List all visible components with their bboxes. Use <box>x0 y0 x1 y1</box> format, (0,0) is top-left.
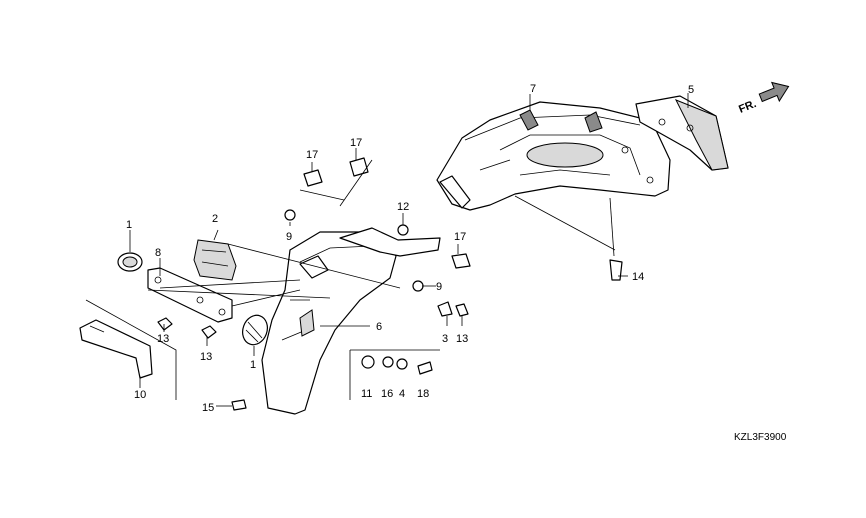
hardware <box>157 157 623 411</box>
callout-9-right: 9 <box>436 281 442 293</box>
callout-10: 10 <box>134 389 146 401</box>
rear-cover <box>635 95 729 171</box>
front-direction-arrow: FR. <box>737 81 790 116</box>
callout-13-left: 13 <box>157 333 169 345</box>
callout-4: 4 <box>399 388 405 400</box>
callout-3: 3 <box>442 333 448 345</box>
callout-14: 14 <box>632 271 644 283</box>
callout-1-top: 1 <box>126 219 132 231</box>
callout-1-bottom: 1 <box>250 359 256 371</box>
callout-17-c: 17 <box>454 231 466 243</box>
callout-18: 18 <box>417 388 429 400</box>
callout-16: 16 <box>381 388 393 400</box>
callout-2: 2 <box>212 213 218 225</box>
callout-11: 11 <box>361 388 372 400</box>
leader-lines <box>85 93 689 407</box>
callout-5: 5 <box>688 84 694 96</box>
drawing-code: KZL3F3900 <box>734 432 787 443</box>
callout-15: 15 <box>202 402 214 414</box>
callout-13-mid: 13 <box>200 351 212 363</box>
rear-fender <box>261 227 441 415</box>
callout-7: 7 <box>530 83 536 95</box>
front-label: FR. <box>737 98 758 116</box>
reflector-bottom <box>242 314 268 346</box>
callout-17-a: 17 <box>306 149 318 161</box>
reflector-top <box>117 252 143 272</box>
inner-rear-fender <box>436 101 671 211</box>
reflector-plate <box>193 239 237 281</box>
callout-9-left: 9 <box>286 231 292 243</box>
callouts: 1 1 2 3 4 5 6 7 8 9 9 10 11 12 13 13 13 … <box>126 83 694 414</box>
callout-17-b: 17 <box>350 137 362 149</box>
callout-6: 6 <box>376 321 382 333</box>
callout-12: 12 <box>397 201 409 213</box>
mounting-bracket <box>79 319 153 379</box>
callout-13-right: 13 <box>456 333 468 345</box>
callout-8: 8 <box>155 247 161 259</box>
